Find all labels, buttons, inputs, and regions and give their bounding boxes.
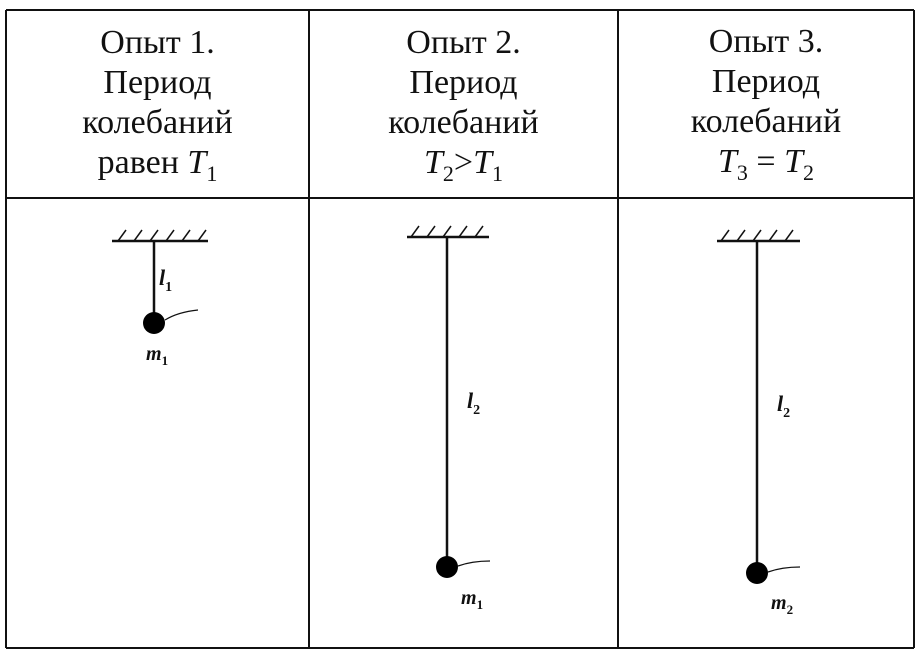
length-label-3: l2 bbox=[777, 391, 790, 421]
mass-label-2: m1 bbox=[461, 587, 483, 612]
experiment-title-2: Опыт 2. bbox=[406, 23, 521, 61]
table-grid bbox=[5, 9, 915, 649]
bob-pointer-2 bbox=[457, 560, 491, 567]
ceiling-hatch-1 bbox=[117, 229, 207, 242]
period-word-3: Период bbox=[711, 63, 821, 100]
period-formula-1: равен T1 bbox=[98, 143, 218, 186]
bob-pointer-1 bbox=[164, 309, 199, 321]
relation-operator-3: = bbox=[747, 143, 785, 180]
mass-label-3: m2 bbox=[771, 592, 793, 617]
oscillation-word-3: колебаний bbox=[690, 103, 842, 140]
period-relation-2: T2>T1 bbox=[424, 143, 503, 186]
relation-operator-2: > bbox=[453, 143, 474, 181]
bob-1 bbox=[143, 312, 165, 334]
pendulum-1: l1 m1 bbox=[112, 229, 208, 368]
relation-left-subscript-2: 2 bbox=[442, 160, 454, 186]
oscillation-word-2: колебаний bbox=[388, 103, 539, 141]
oscillation-word-1: колебаний bbox=[82, 103, 233, 141]
mass-label-1: m1 bbox=[146, 343, 168, 368]
bob-3 bbox=[746, 562, 768, 584]
relation-left-symbol-3: T bbox=[717, 143, 737, 180]
period-relation-3: T3 = T2 bbox=[718, 142, 814, 185]
relation-left-subscript-3: 3 bbox=[736, 160, 748, 185]
relation-right-subscript-2: 1 bbox=[492, 160, 504, 186]
experiment-title-3: Опыт 3. bbox=[708, 23, 824, 60]
header-cell-experiment-2: Опыт 2. Период колебаний T2>T1 bbox=[309, 10, 618, 198]
header-cell-experiment-1: Опыт 1. Период колебаний равен T1 bbox=[6, 10, 309, 198]
relation-right-symbol-2: T bbox=[473, 143, 493, 181]
equals-word-1: равен bbox=[97, 143, 188, 181]
experiment-title-1: Опыт 1. bbox=[100, 23, 215, 61]
ceiling-hatch-3 bbox=[720, 229, 794, 242]
relation-right-subscript-3: 2 bbox=[803, 160, 815, 185]
pendulum-3: l2 m2 bbox=[717, 229, 801, 617]
pendulum-2: l2 m1 bbox=[407, 225, 491, 612]
period-symbol-1: T bbox=[187, 143, 207, 181]
bob-pointer-3 bbox=[767, 566, 801, 573]
period-subscript-1: 1 bbox=[206, 160, 218, 186]
bob-2 bbox=[436, 556, 458, 578]
ceiling-hatch-2 bbox=[410, 225, 484, 238]
length-label-1: l1 bbox=[159, 265, 172, 295]
period-word-1: Период bbox=[103, 63, 212, 101]
relation-left-symbol-2: T bbox=[423, 143, 443, 181]
period-word-2: Период bbox=[409, 63, 518, 101]
relation-right-symbol-3: T bbox=[784, 143, 804, 180]
header-cell-experiment-3: Опыт 3. Период колебаний T3 = T2 bbox=[618, 6, 914, 198]
length-label-2: l2 bbox=[467, 388, 480, 418]
